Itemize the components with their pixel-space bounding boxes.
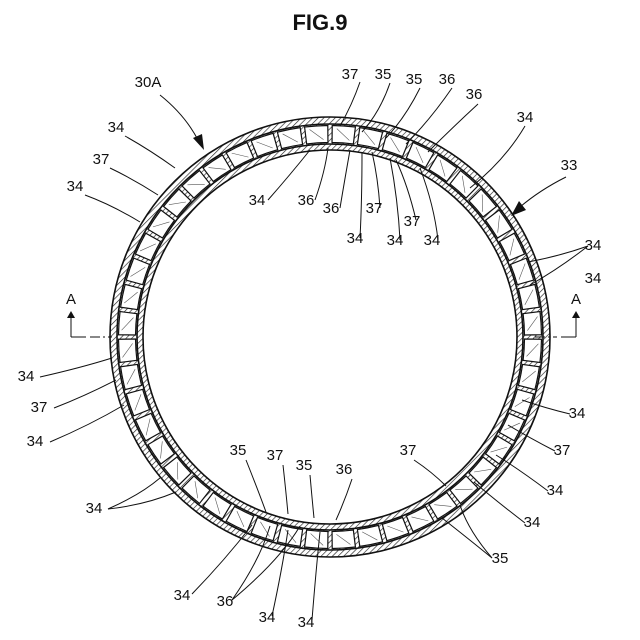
reference-label: 34 <box>547 482 564 499</box>
magnet-block <box>305 530 328 548</box>
reference-label: 36 <box>466 86 483 103</box>
reference-label: 34 <box>67 178 84 195</box>
magnet-block <box>119 312 137 335</box>
section-label-right: A <box>571 291 581 308</box>
leader-line <box>340 150 350 208</box>
leader-line <box>85 195 140 222</box>
reference-label: 30A <box>135 74 162 91</box>
reference-label: 36 <box>323 200 340 217</box>
reference-label: 37 <box>554 442 571 459</box>
leader-line <box>360 152 362 238</box>
reference-label: 36 <box>439 71 456 88</box>
leader-line <box>246 460 266 512</box>
reference-label: 36 <box>217 593 234 610</box>
reference-label: 34 <box>387 232 404 249</box>
reference-label: 35 <box>406 71 423 88</box>
reference-label: 34 <box>585 237 602 254</box>
leader-line <box>283 465 288 514</box>
leader-line <box>110 168 158 195</box>
leader-line <box>474 482 525 523</box>
reference-label: 34 <box>424 232 441 249</box>
reference-label: 34 <box>347 230 364 247</box>
reference-label: 34 <box>108 119 125 136</box>
magnet-block <box>357 128 382 149</box>
reference-label: 33 <box>561 157 578 174</box>
reference-label: 34 <box>524 514 541 531</box>
reference-label: 34 <box>585 270 602 287</box>
leader-line <box>442 518 492 558</box>
reference-label: 37 <box>267 447 284 464</box>
magnet-block <box>332 126 355 144</box>
arrow-30A-head <box>193 134 204 150</box>
reference-label: 37 <box>400 442 417 459</box>
leader-line <box>310 475 314 518</box>
reference-label: 35 <box>230 442 247 459</box>
reference-label: 35 <box>296 457 313 474</box>
leader-line <box>40 358 112 377</box>
reference-label: 37 <box>404 213 421 230</box>
magnet-block <box>121 284 142 309</box>
reference-label: 35 <box>375 66 392 83</box>
reference-label: 37 <box>31 399 48 416</box>
leader-line <box>414 460 446 486</box>
reference-label: 34 <box>259 609 276 626</box>
leader-line <box>528 246 588 262</box>
reference-label: 36 <box>336 461 353 478</box>
leader-line <box>108 478 160 509</box>
reference-label: 34 <box>27 433 44 450</box>
leader-line <box>50 405 124 442</box>
section-marker-left: A <box>66 291 112 337</box>
leader-line <box>54 380 116 408</box>
figure-title: FIG.9 <box>292 10 347 35</box>
reference-label: 34 <box>569 405 586 422</box>
reference-label: 37 <box>342 66 359 83</box>
reference-label: 34 <box>174 587 191 604</box>
reference-label: 37 <box>366 200 383 217</box>
reference-label: 34 <box>249 192 266 209</box>
magnet-block <box>523 339 541 362</box>
reference-label: 35 <box>492 550 509 567</box>
leader-line <box>390 158 400 240</box>
magnet-block <box>518 364 539 389</box>
leader-line <box>460 505 492 558</box>
section-label-left: A <box>66 291 76 308</box>
leader-line <box>108 492 176 509</box>
reference-label: 34 <box>18 368 35 385</box>
reference-label: 34 <box>517 109 534 126</box>
leader-line <box>336 479 352 520</box>
reference-label: 34 <box>298 614 315 631</box>
reference-label: 37 <box>93 151 110 168</box>
leader-line <box>125 136 175 168</box>
reference-label: 36 <box>298 192 315 209</box>
reference-label: 34 <box>86 500 103 517</box>
leader-line <box>315 148 328 200</box>
